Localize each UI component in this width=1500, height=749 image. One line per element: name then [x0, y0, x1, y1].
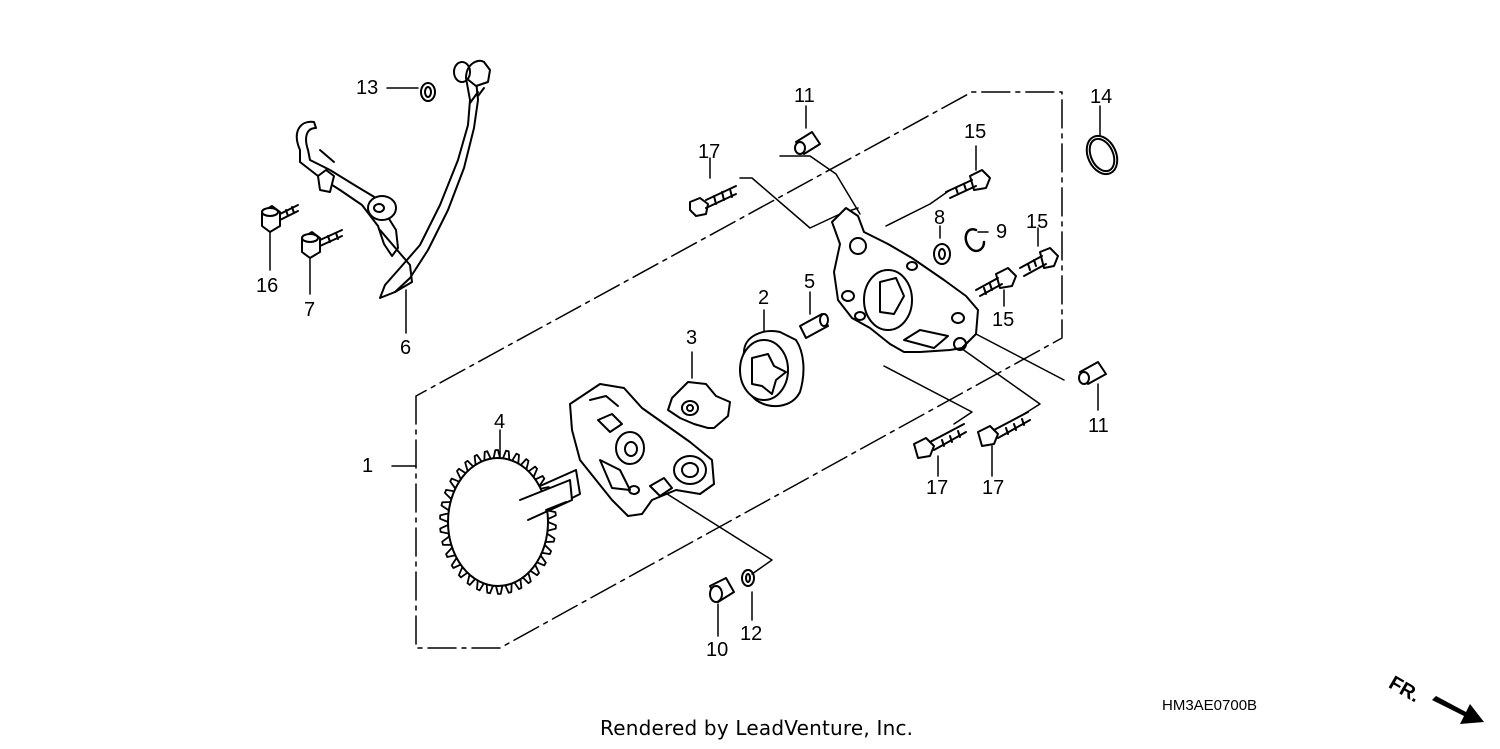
clip-9	[964, 228, 986, 253]
washer-8	[933, 243, 951, 265]
callout-9: 9	[996, 221, 1008, 243]
bolt-15-mid	[975, 267, 1017, 297]
oil-pipe	[295, 59, 491, 299]
assembly-frame	[415, 91, 1063, 649]
pump-body	[569, 383, 715, 517]
pump-cover	[831, 207, 979, 353]
callout-14: 14	[1090, 86, 1113, 108]
callout-10: 10	[706, 639, 729, 661]
callout-13: 13	[356, 77, 379, 99]
callout-3: 3	[686, 327, 698, 349]
bolt-17-top	[689, 185, 737, 217]
front-arrow-icon	[1432, 696, 1484, 724]
bolt-15-top	[945, 169, 991, 199]
collar-10	[709, 577, 735, 603]
callout-17-lower-left: 17	[926, 477, 949, 499]
drive-gear	[439, 449, 581, 595]
leader-polylines	[663, 155, 1065, 575]
bolt-16	[261, 204, 299, 233]
credit-text: Rendered by LeadVenture, Inc.	[600, 716, 914, 740]
diagram-code: HM3AE0700B	[1162, 697, 1258, 714]
callout-5: 5	[804, 271, 816, 293]
collar-11-right	[1078, 361, 1107, 385]
callout-2: 2	[758, 287, 770, 309]
callout-6: 6	[400, 337, 412, 359]
callout-4: 4	[494, 411, 506, 433]
washer-12	[741, 569, 755, 587]
callout-16: 16	[256, 275, 279, 297]
callout-17-lower-right: 17	[982, 477, 1005, 499]
dowel-pin	[799, 313, 829, 339]
callout-15-top: 15	[964, 121, 987, 143]
callout-11-top: 11	[794, 85, 815, 107]
bolt-7	[301, 229, 343, 259]
callout-1: 1	[362, 455, 374, 477]
callout-17-top: 17	[698, 141, 721, 163]
callout-12: 12	[740, 623, 763, 645]
callout-7: 7	[304, 299, 316, 321]
callout-8: 8	[934, 207, 946, 229]
collar-11-top	[794, 131, 821, 155]
leader-lines-left	[269, 87, 1101, 637]
outer-rotor	[739, 330, 805, 408]
callout-15-mid: 15	[992, 309, 1015, 331]
bolt-15-right	[1019, 247, 1059, 277]
o-ring-14	[1085, 134, 1119, 176]
callout-15-right: 15	[1026, 211, 1049, 233]
washer-13	[420, 82, 436, 102]
callout-11-right: 11	[1088, 415, 1109, 437]
bolt-17-lower-right	[977, 411, 1031, 447]
inner-rotor	[667, 381, 731, 429]
bolt-17-lower-left	[913, 423, 967, 459]
